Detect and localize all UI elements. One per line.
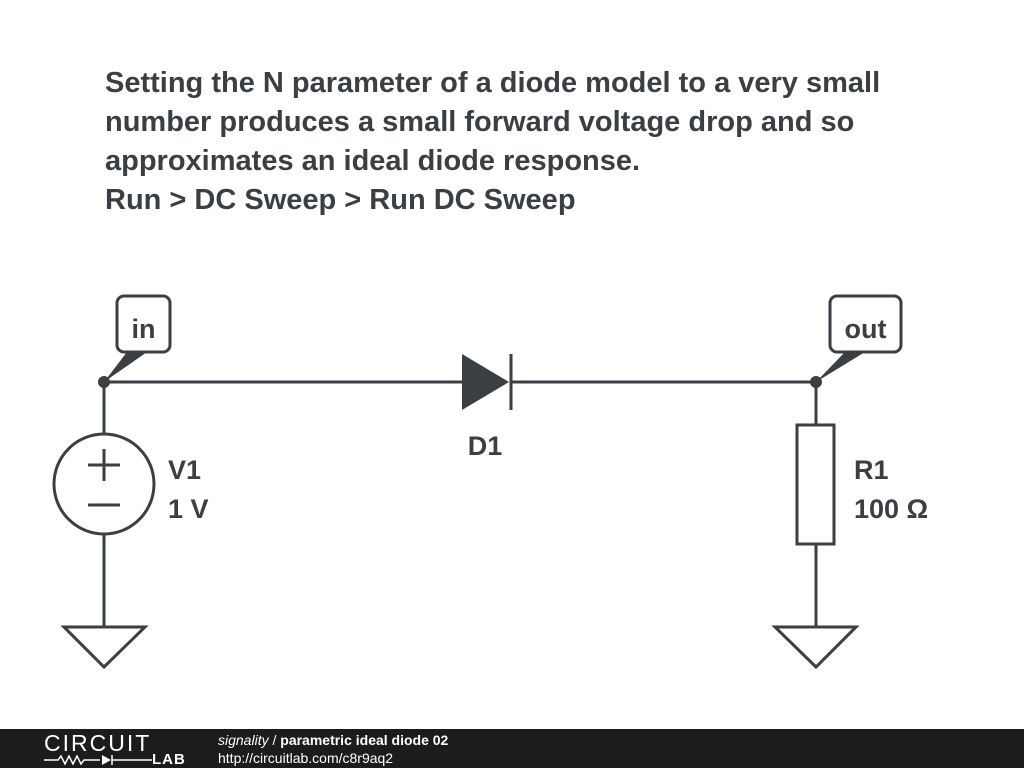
resistor-r1-symbol[interactable] <box>795 423 836 546</box>
voltage-source-v1-name: V1 <box>168 455 201 485</box>
net-label-in-text: in <box>132 314 156 344</box>
ground-left-icon <box>60 625 149 670</box>
junction-in-dot <box>98 376 110 388</box>
logo-wordmark: CIRCUIT <box>44 730 152 756</box>
description-line: Setting the N parameter of a diode model… <box>105 67 881 99</box>
description-line: number produces a small forward voltage … <box>105 106 855 138</box>
net-label-out-box[interactable] <box>828 294 903 354</box>
diode-d1-symbol[interactable] <box>462 354 509 410</box>
diode-d1-name: D1 <box>468 431 503 461</box>
resistor-r1-name: R1 <box>854 455 889 485</box>
ground-right-icon <box>771 625 860 670</box>
circuit-meta: signality / parametric ideal diode 02 ht… <box>218 731 448 767</box>
circuitlab-logo[interactable]: CIRCUIT LAB <box>40 730 185 768</box>
footer-bar: CIRCUIT LAB signality / parametric ideal… <box>0 729 1024 768</box>
circuit-schematic: in out D1 V1 1 V R1 100 Ω <box>52 294 928 670</box>
author-link[interactable]: signality <box>218 732 269 748</box>
circuit-description: Setting the N parameter of a diode model… <box>105 64 985 220</box>
logo-resistor-diode-icon <box>44 754 152 766</box>
net-label-out-pointer <box>816 352 865 382</box>
junction-out-dot <box>810 376 822 388</box>
net-label-in-pointer <box>104 352 147 382</box>
circuit-url[interactable]: http://circuitlab.com/c8r9aq2 <box>218 750 394 766</box>
logo-lab-text: LAB <box>152 751 186 768</box>
voltage-source-v1-symbol[interactable] <box>52 432 156 536</box>
net-label-out-text: out <box>845 314 887 344</box>
resistor-r1-value: 100 Ω <box>854 494 928 524</box>
title-separator: / <box>268 732 281 748</box>
circuit-title[interactable]: parametric ideal diode 02 <box>280 732 449 748</box>
description-line: approximates an ideal diode response. <box>105 145 641 177</box>
voltage-source-v1-value: 1 V <box>168 494 209 524</box>
description-line: Run > DC Sweep > Run DC Sweep <box>105 184 576 216</box>
